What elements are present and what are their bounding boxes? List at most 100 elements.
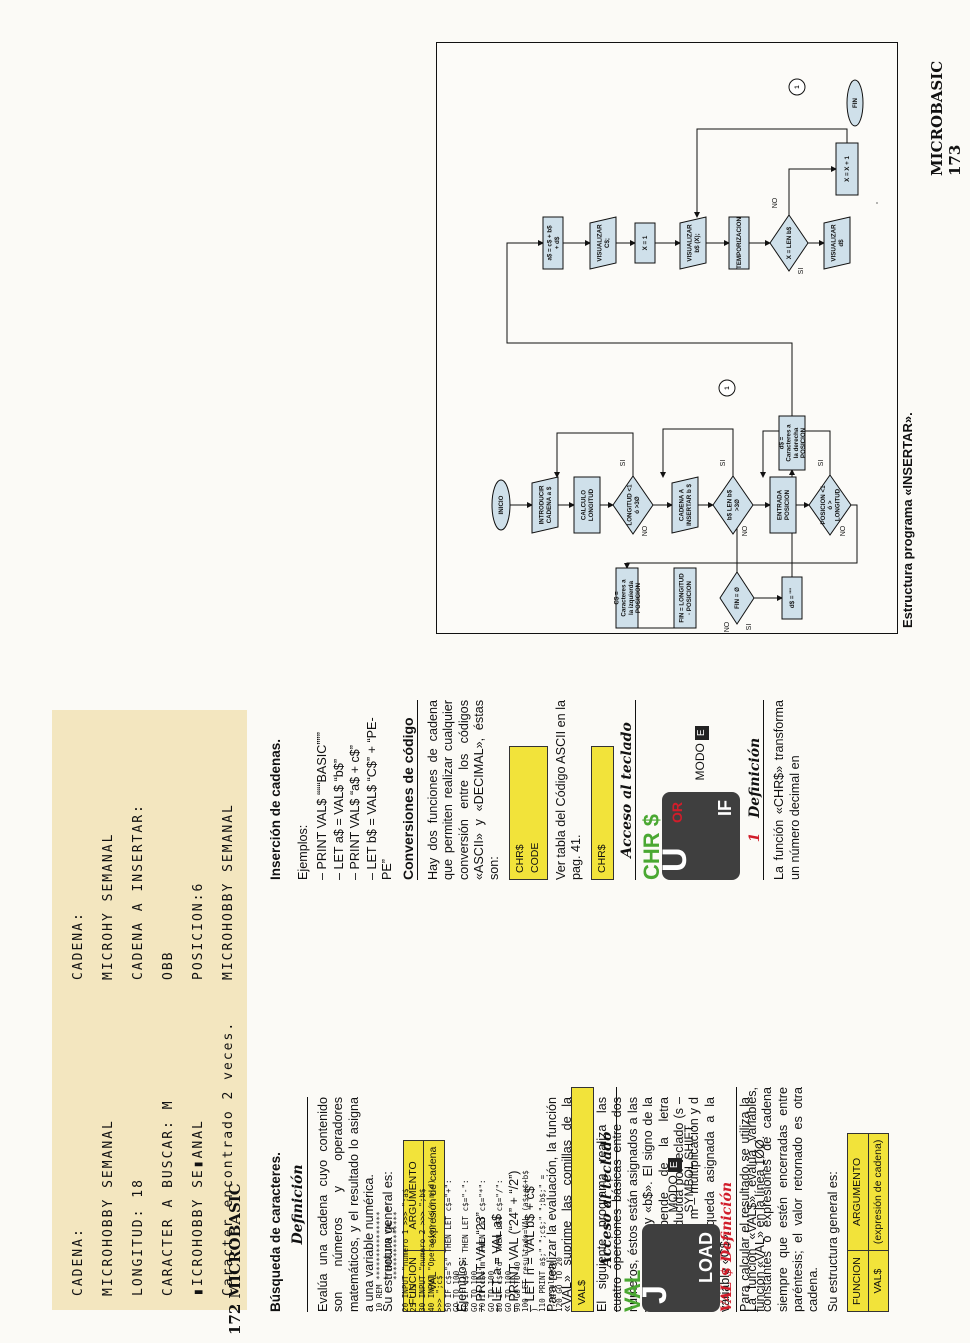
flow-node-x-one: X = 1 [634,222,656,264]
mode-label: MODO [665,1175,680,1213]
definition-title: Definición [746,737,763,818]
flow-connector [660,428,734,478]
flow-node-label: a$ = c$ + b$+ d$ [547,225,561,261]
flowchart-caption: Estructura programa «INSERTAR». [900,412,915,628]
list-item: LET a$ = VAL$ “b$” [332,700,347,880]
flow-node-label: 1 [724,386,731,390]
flow-label-no: NO [742,525,749,536]
examples-label: Ejemplos: [296,824,310,880]
flow-node-label: INTRODUCIRCADENA a $ [539,485,553,524]
flow-node-left-chars: C$ =Caracteres ala izquierdaPOSICION [613,567,642,629]
list-item: PRINT VAL$ “a$ + c$” [348,700,363,880]
flow-node-empty-string: d$ = "" [781,576,803,620]
flow-node-input-string: INTRODUCIRCADENA a $ [531,476,559,534]
flow-node-label: INICIO [498,495,505,514]
flow-node-end-zero: FIN = Ø [719,571,755,625]
screen-line: OBB [161,950,176,980]
mode-info: MODO E SYMBOL SHIFT [666,1125,697,1213]
key-word: IF [715,800,736,816]
mode-label: MODO [692,743,707,781]
flow-label-yes: SI [746,624,753,631]
column-chr-string-body: Ejemplos: PRINT VAL$ “““BASIC””” LET a$ … [296,700,807,880]
chr-string-box: CHR$ [590,746,614,880]
flow-node-show-d: VISUALIZARd$ [823,216,851,270]
flow-connector [694,128,848,218]
key-label: VAL [619,1269,645,1312]
flow-label-no: NO [772,197,779,208]
flow-connector-circle: 1 [718,379,736,397]
column-chr-string: Inserción de cadenas. [268,700,291,880]
table-header: ARGUMENTO [847,1133,869,1251]
screen-line: MICROHOBBY SEMANAL [221,803,236,980]
mode-info: MODO E [692,725,709,781]
flow-connector [624,504,858,569]
flow-node-show-c: VISUALIZARC$; [589,216,617,270]
flow-node-end-calc: FIN = LONGITUD- POSICION [673,567,697,629]
key-letter: J [636,1285,675,1304]
flow-node-label: d$ =Caracteres ala derechaPOSICION [778,424,807,462]
table-cell: (expresión de cadena) [868,1133,889,1251]
val-string-box: VAL$ [571,1087,595,1312]
spectrum-key-icon: J LOAD [636,1224,721,1312]
screen-line: MICROHOBBY SEMANAL [101,1119,116,1296]
screen-line: CARACTER A BUSCAR: M [161,1099,176,1296]
keyboard-access: U OR IF MODO E [655,700,740,880]
screen-output-panel: CADENA: MICROHOBBY SEMANAL LONGITUD: 18 … [52,710,247,1310]
right-page-header: MICROBASIC 173 [928,60,964,176]
left-page-header: 172 MICROBASIC [226,1183,244,1335]
flow-label-no: NO [642,525,649,536]
screen-line: POSICION:6 [191,881,206,980]
mode-key: E [667,1157,682,1172]
definition-heading: Definición [290,1097,308,1312]
symbol-shift-label: SYMBOL SHIFT [681,1124,696,1213]
table-header: FUNCION [847,1250,869,1312]
column-val-string: 10 REM *************** * FUNCION VAL * *… [375,1087,899,1312]
screen-line: MICROHY SEMANAL [101,832,116,980]
keyboard-heading: Acceso al teclado [619,700,637,880]
paragraph: Su estructura general es: [825,1171,840,1312]
screen-column-insert: CADENA: MICROHY SEMANAL CADENA A INSERTA… [64,803,244,980]
flow-node-label: LONGITUD <1ó >3Ø [627,484,641,526]
list-item: LET b$ = VAL$ “C$” + “PE-PE” [365,700,396,880]
screen-line: ▮ICROHOBBY SE▮ANAL [191,1119,206,1296]
definition-number: 1 [746,832,763,843]
flow-node-label: X = X + 1 [844,156,851,182]
definition-heading: VAL $ Definición [719,1087,737,1312]
examples-list: PRINT VAL$ “““BASIC””” LET a$ = VAL$ “b$… [315,700,395,880]
screen-line: LONGITUD: 18 [131,1178,146,1296]
key-letter: U [655,847,694,872]
table-cell: VAL$ [868,1250,889,1312]
flow-node-show-b: VISUALIZARb$ (X); [679,216,707,270]
screen-line: CADENA: [71,1227,86,1296]
flow-node-label: POSICION <1ó >LONGITUD [820,485,841,525]
flow-node-label: b$ LEN b$>3Ø [727,489,741,520]
flow-node-label: C$ =Caracteres ala izquierdaPOSICION [613,579,642,617]
flow-node-label: VISUALIZARC$; [597,224,611,262]
keyboard-heading: Acceso al teclado [599,1087,617,1312]
flow-node-label: FIN = LONGITUD- POSICION [679,573,693,623]
paragraph: Ver tabla del Código ASCII en la pag. 41… [553,700,584,880]
flow-label-yes: SI [620,460,627,467]
flow-node-insert-check: b$ LEN b$>3Ø [712,475,754,535]
flow-node-label: X = 1 [642,235,649,250]
paragraph: La función «CHR$» transforma un número d… [772,700,802,880]
flow-node-label: 1 [794,85,801,89]
flow-node-position-check: POSICION <1ó >LONGITUD [808,474,852,536]
flow-node-position: ENTRADAPOSICION [769,476,797,534]
section-title-insert: Inserción de cadenas. [268,738,283,880]
flow-node-label: CADENA AINSERTAR b $ [679,484,693,526]
program-listing: 10 REM *************** * FUNCION VAL * *… [375,1170,565,1312]
section-title-search: Búsqueda de caracteres. [268,1152,283,1312]
key-word: LOAD [695,1232,716,1283]
screen-line: CADENA: [71,911,86,980]
flow-node-label: VISUALIZARb$ (X); [687,224,701,262]
flow-label-no: NO [840,525,847,536]
screen-line: CADENA A INSERTAR: [131,803,146,980]
box-item: CHR$ [513,844,526,873]
flow-label-no: NO [724,621,731,632]
flow-node-start: INICIO [491,479,511,531]
flow-node-insert-string: CADENA AINSERTAR b $ [671,476,699,534]
function-box: CHR$ CODE [508,746,548,880]
